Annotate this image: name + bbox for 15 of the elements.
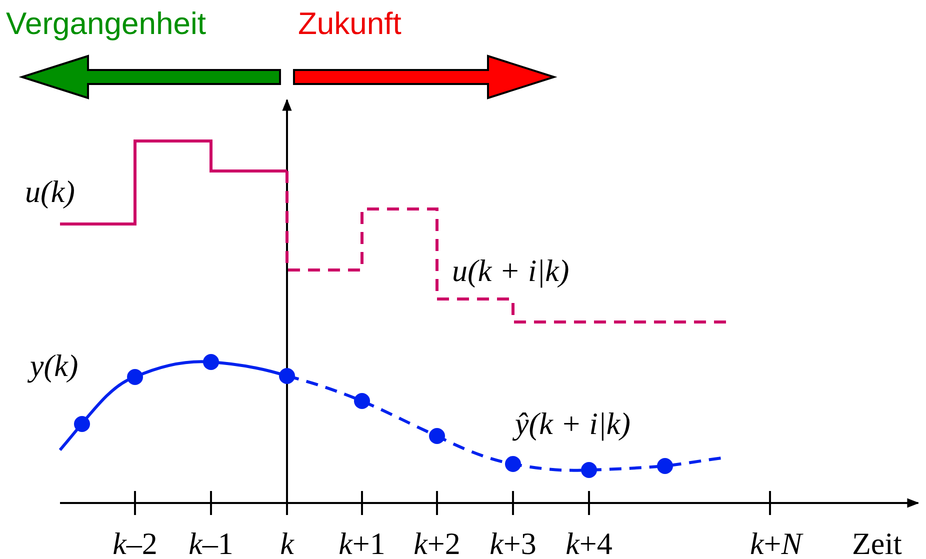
curve-label: u(k + i|k) (452, 255, 570, 286)
tick-label: k+4 (566, 528, 612, 559)
tick-label: k–1 (188, 528, 234, 559)
curve-label: y(k) (30, 350, 78, 381)
axis-label: Zeit (852, 528, 902, 559)
curve-label: ŷ(k + i|k) (515, 408, 630, 439)
tick-label: k+3 (490, 528, 536, 559)
region-label: Vergangenheit (6, 8, 206, 39)
tick-label: k+2 (414, 528, 460, 559)
tick-label: k+N (750, 528, 802, 559)
curve-label: u(k) (25, 176, 75, 207)
region-label: Zukunft (298, 8, 402, 39)
tick-label: k+1 (338, 528, 386, 559)
tick-label: k–2 (112, 528, 158, 559)
tick-label: k (280, 528, 294, 559)
